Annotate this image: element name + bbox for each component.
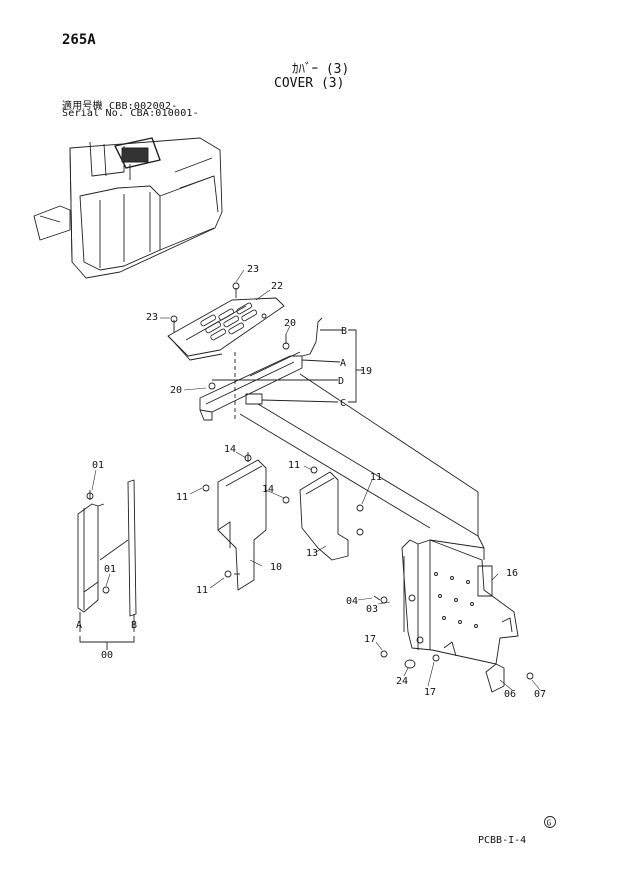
serial-line-2: Serial No. CBA:010001- [62,108,199,119]
serial-line-1: 適用号機 CBB:002002- [62,101,178,112]
callout-16: 16 [506,568,518,579]
callout-11: 11 [176,492,188,503]
callout-b-bottom: B [131,620,137,631]
callout-23: 23 [247,264,259,275]
callout-11: 11 [196,585,208,596]
callout-17: 17 [364,634,376,645]
callout-07: 07 [534,689,546,700]
page-number: 265A [62,32,96,48]
cover-panel-01 [77,490,110,613]
callout-04: 04 [346,596,358,607]
callout-19: 19 [360,366,372,377]
callout-a-bottom: A [76,620,82,631]
callout-14: 14 [224,444,236,455]
title-japanese: ｶﾊﾞｰ (3) [292,62,350,77]
callout-b: B [341,326,347,337]
callout-22: 22 [271,281,283,292]
revision-symbol: G [547,819,552,828]
callout-00: 00 [101,650,113,661]
callout-11: 11 [288,460,300,471]
revision-symbol-circle [544,816,556,828]
frame-assembly-16 [373,539,534,693]
callout-17: 17 [424,687,436,698]
callout-01: 01 [92,460,104,471]
callout-03: 03 [366,604,378,615]
callout-14: 14 [262,484,274,495]
drawing-code: PCBB-I-4 [478,835,527,846]
callout-01: 01 [104,564,116,575]
callout-10: 10 [270,562,282,573]
callout-13: 13 [306,548,318,559]
callout-a: A [340,358,346,369]
callout-d: D [338,376,344,387]
seal-strip [127,479,137,617]
cover-part-13 [299,466,364,561]
callout-06: 06 [504,689,516,700]
callout-24: 24 [396,676,408,687]
vented-cover-22 [167,297,285,361]
title-english: COVER (3) [274,76,345,91]
callout-23: 23 [146,312,158,323]
cover-part-10 [202,452,290,591]
callout-20: 20 [170,385,182,396]
callout-11: 11 [370,472,382,483]
callout-20: 20 [284,318,296,329]
callout-c: C [340,398,346,409]
machine-thumbnail [33,137,223,279]
bracket-19 [199,317,323,421]
